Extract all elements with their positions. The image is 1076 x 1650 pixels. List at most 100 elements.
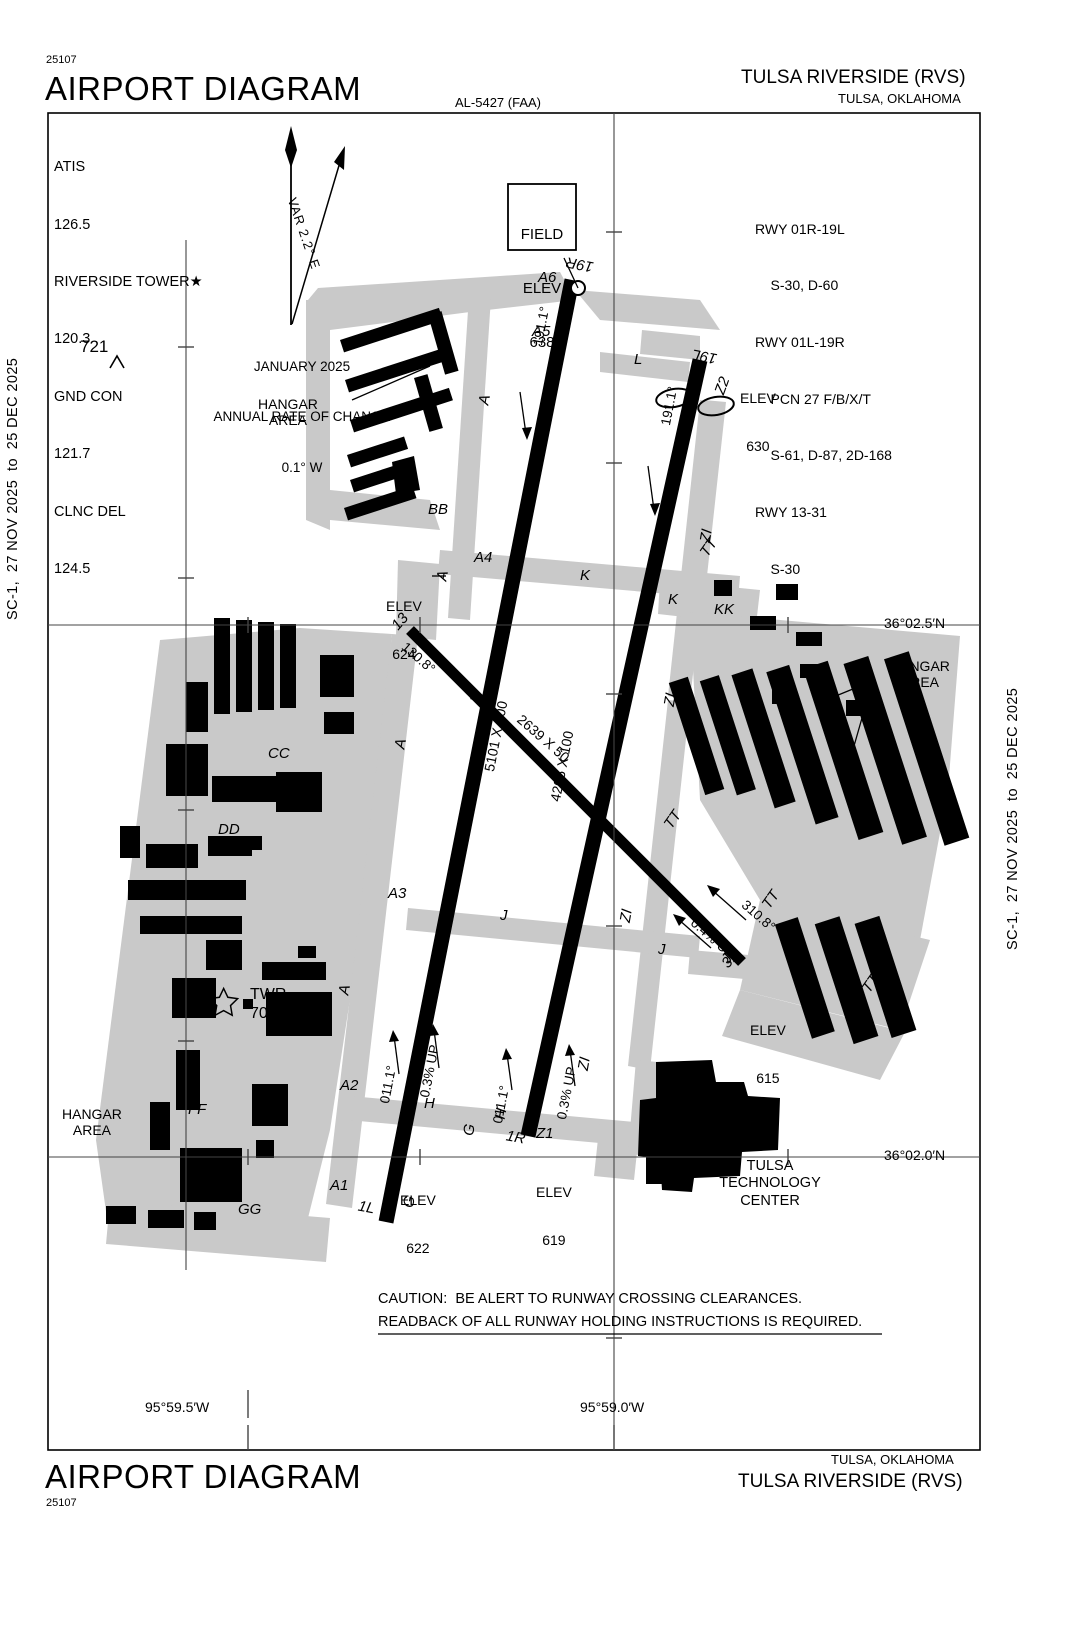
- footer-chart-number: 25107: [46, 1497, 77, 1509]
- footer-airport-name: TULSA RIVERSIDE (RVS): [738, 1471, 963, 1492]
- taxiway-label-H-west: H: [424, 1095, 435, 1112]
- taxiway-label-Z1: Z1: [536, 1125, 554, 1142]
- graticule: [48, 113, 980, 1450]
- taxiway-label-A6: A6: [538, 269, 557, 286]
- elev-value: 615: [756, 1070, 780, 1087]
- taxiway-label-A4: A4: [474, 549, 493, 566]
- taxiway-label-GG: GG: [238, 1201, 262, 1218]
- footer-title: AIRPORT DIAGRAM: [45, 1458, 362, 1495]
- longitude-label-right: 95°59.0′W: [580, 1399, 645, 1415]
- elev-callout-624: ELEV 624: [386, 566, 422, 695]
- comm-line: 121.7: [54, 446, 91, 463]
- elev-label: ELEV: [400, 1192, 436, 1209]
- taxiway-label-K-mid: K: [580, 567, 591, 584]
- obstruction-symbol: [109, 354, 125, 369]
- elev-label: ELEV: [386, 598, 422, 615]
- elev-value: 619: [542, 1232, 566, 1249]
- taxiway-label-BB: BB: [428, 501, 449, 518]
- comm-line: 120.3: [54, 331, 91, 348]
- chart-frame: [47, 112, 981, 1451]
- tower-elevation: 704: [250, 1005, 277, 1022]
- comm-line: 126.5: [54, 216, 91, 233]
- comm-line: CLNC DEL: [54, 503, 126, 520]
- taxiway-label-G-bottom: G: [400, 1194, 419, 1210]
- runway-info-line: PCN 27 F/B/X/T: [755, 390, 871, 407]
- elev-callout-615: ELEV 615: [750, 990, 786, 1119]
- elev-value: 622: [406, 1240, 430, 1257]
- longitude-label-left: 95°59.5′W: [145, 1399, 210, 1415]
- side-note-right: SC-1, 27 NOV 2025 to 25 DEC 2025: [1005, 687, 1021, 950]
- taxiway-label-ZI-1: ZI: [696, 527, 716, 544]
- al-number: AL-5427 (FAA): [455, 95, 541, 110]
- obstruction-elevation: 721: [80, 337, 109, 356]
- runway-info-panel: RWY 01R-19L S-30, D-60 RWY 01L-19R PCN 2…: [755, 182, 892, 616]
- magnetic-north-arrow: [285, 126, 345, 325]
- taxiway-label-L: L: [634, 351, 643, 368]
- taxiway-label-G-lower: G: [460, 1122, 479, 1138]
- taxiway-label-KK: KK: [714, 601, 735, 618]
- latitude-label-bottom: 36°02.0′N: [884, 1147, 946, 1163]
- airport-name-top: TULSA RIVERSIDE (RVS): [741, 67, 966, 88]
- runway-end-19L: 19L: [690, 345, 719, 367]
- elev-value: 630: [746, 438, 770, 455]
- taxiway-label-ZI-2: ZI: [660, 691, 680, 708]
- airport-city-top: TULSA, OKLAHOMA: [838, 91, 961, 106]
- comm-line: GND CON: [54, 388, 123, 405]
- page-title: AIRPORT DIAGRAM: [45, 70, 362, 107]
- taxiway-label-CC: CC: [268, 745, 290, 762]
- side-note-left: SC-1, 27 NOV 2025 to 25 DEC 2025: [5, 357, 21, 620]
- variation-date: JANUARY 2025: [253, 358, 351, 374]
- taxiway-label-DD: DD: [218, 821, 240, 838]
- taxiway-label-FF: FF: [188, 1101, 207, 1118]
- field-elev-label: FIELD ELEV 638: [508, 190, 576, 388]
- runway-01L-19R: [378, 278, 580, 1224]
- taxiway-label-A3: A3: [388, 885, 407, 902]
- variation-block: JANUARY 2025 ANNUAL RATE OF CHANGE 0.1° …: [192, 325, 412, 511]
- taxiway-label-ZI-3: ZI: [616, 907, 636, 924]
- taxiway-label-A5: A5: [532, 323, 551, 340]
- variation-rate-label: ANNUAL RATE OF CHANGE: [213, 409, 391, 425]
- caution-line-2: READBACK OF ALL RUNWAY HOLDING INSTRUCTI…: [378, 1314, 863, 1330]
- elev-label: ELEV: [536, 1184, 572, 1201]
- latitude-label-top: 36°02.5′N: [884, 615, 946, 631]
- turnaround-loops: [655, 387, 735, 417]
- elev-callout-622: ELEV 622: [400, 1160, 436, 1289]
- runway-end-1L: 1L: [356, 1197, 377, 1218]
- runway-end-1R: 1R: [504, 1127, 527, 1148]
- buildings-layer: [106, 307, 970, 1230]
- caution-line-1: CAUTION: BE ALERT TO RUNWAY CROSSING CLE…: [378, 1291, 803, 1307]
- footer-airport-city: TULSA, OKLAHOMA: [831, 1452, 954, 1467]
- runway-info-line: RWY 13-31: [755, 504, 827, 521]
- runway-info-line: S-30: [755, 560, 801, 577]
- field-elev-value: 638: [529, 334, 555, 351]
- comm-line: RIVERSIDE TOWER★: [54, 274, 203, 290]
- field-elev-line1: FIELD: [520, 226, 564, 243]
- runway-info-line: S-30, D-60: [755, 277, 839, 294]
- field-elev-line2: ELEV: [522, 280, 562, 297]
- variation-rate-value: 0.1° W: [281, 460, 323, 475]
- runway-info-line: RWY 01L-19R: [755, 334, 845, 351]
- tower-symbols: [208, 986, 253, 1017]
- taxiway-label-ZI-4: ZI: [574, 1055, 594, 1072]
- field-elev-box: [507, 183, 577, 251]
- elev-value: 624: [392, 646, 416, 663]
- comm-line: ATIS: [54, 159, 86, 176]
- runway-info-line: RWY 01R-19L: [755, 220, 845, 237]
- leader-lines: [351, 257, 871, 761]
- elev-callout-630: ELEV 630: [740, 358, 776, 487]
- elev-label: ELEV: [750, 1022, 786, 1039]
- taxiway-label-K-east: K: [668, 591, 679, 608]
- communications-panel: ATIS 126.5 RIVERSIDE TOWER★ 120.3 GND CO…: [54, 120, 203, 617]
- chart-number-top: 25107: [46, 54, 77, 66]
- elev-callout-619: ELEV 619: [536, 1152, 572, 1281]
- runway-info-line: S-61, D-87, 2D-168: [755, 447, 892, 464]
- taxiway-label-A1: A1: [330, 1177, 349, 1194]
- comm-line: 124.5: [54, 560, 91, 577]
- elev-label: ELEV: [740, 390, 776, 407]
